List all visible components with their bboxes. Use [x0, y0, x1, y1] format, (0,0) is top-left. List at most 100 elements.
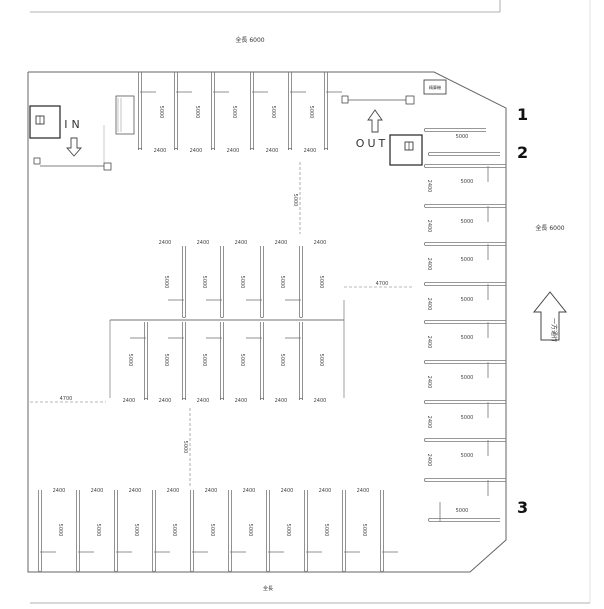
- stall-divider: [428, 152, 500, 156]
- stall-divider: [144, 322, 148, 401]
- stall-group: 5000 2400 5000 2400 5000 2400 5000 2400 5000 2400…: [38, 72, 506, 572]
- entry-label: IN: [64, 118, 83, 131]
- aisle-v2-label: 5000: [182, 441, 188, 454]
- bay-depth-label: 5000: [461, 219, 474, 225]
- bay-width-label: 2400: [154, 148, 167, 154]
- bay-width-label: 2400: [129, 488, 142, 494]
- bay-depth-label: 5000: [456, 508, 469, 514]
- bay-depth-label: 5000: [171, 524, 177, 537]
- bay-depth-label: 5000: [239, 276, 245, 289]
- bay-depth-label: 5000: [461, 257, 474, 263]
- bay-depth-label: 5000: [461, 453, 474, 459]
- bay-depth-label: 5000: [201, 276, 207, 289]
- bay-depth-label: 5000: [57, 524, 63, 537]
- stall-divider: [152, 490, 156, 572]
- stall-divider: [424, 282, 506, 286]
- bay-depth-label: 5000: [95, 524, 101, 537]
- stall-divider: [250, 72, 254, 151]
- stall-divider: [220, 246, 224, 318]
- bay-depth-label: 5000: [461, 375, 474, 381]
- bay-width-label: 2400: [53, 488, 66, 494]
- stall-divider: [324, 72, 328, 151]
- stall-divider: [220, 322, 224, 401]
- bay-depth-label: 5000: [285, 524, 291, 537]
- bay-depth-label: 5000: [209, 524, 215, 537]
- bay-depth-label: 5000: [361, 524, 367, 537]
- stall-divider: [424, 164, 506, 168]
- bay-width-label: 2400: [235, 240, 248, 246]
- stall-divider: [299, 322, 303, 401]
- bay-depth-label: 5000: [461, 335, 474, 341]
- bay-width-label: 2400: [304, 148, 317, 154]
- top-width-label: 全長 6000: [235, 36, 264, 44]
- bay-width-label: 2400: [357, 488, 370, 494]
- stall-divider: [424, 438, 506, 442]
- bay-width-label: 2400: [205, 488, 218, 494]
- bay-width-label: 2400: [235, 398, 248, 404]
- bay-depth-label: 5000: [279, 276, 285, 289]
- stall-divider: [424, 204, 506, 208]
- bay-width-label: 2400: [426, 416, 432, 429]
- bay-depth-label: 5000: [239, 354, 245, 367]
- stall-divider: [288, 72, 292, 151]
- stall-divider: [380, 490, 384, 572]
- bay-width-label: 2400: [243, 488, 256, 494]
- bay-depth-label: 5000: [461, 297, 474, 303]
- stall-divider: [266, 490, 270, 572]
- bottom-caption: 全長: [263, 585, 273, 592]
- bay-width-label: 2400: [190, 148, 203, 154]
- stall-divider: [424, 360, 506, 364]
- marker-2: 2: [517, 143, 528, 162]
- aisle-h1-label: 4700: [376, 281, 389, 287]
- bay-depth-label: 5000: [163, 354, 169, 367]
- bay-width-label: 2400: [426, 454, 432, 467]
- bay-depth-label: 5000: [279, 354, 285, 367]
- bay-width-label: 2400: [281, 488, 294, 494]
- pay-station-label: 精算機: [429, 84, 441, 90]
- marker-1: 1: [517, 105, 528, 124]
- bay-depth-label: 5000: [461, 179, 474, 185]
- bay-depth-label: 5000: [127, 354, 133, 367]
- bay-depth-label: 5000: [318, 276, 324, 289]
- bay-width-label: 2400: [123, 398, 136, 404]
- stall-divider: [424, 478, 506, 482]
- marker-3: 3: [517, 498, 528, 517]
- stall-divider: [260, 246, 264, 318]
- stall-divider: [182, 322, 186, 401]
- equipment-box: [115, 95, 135, 135]
- bay-width-label: 2400: [197, 240, 210, 246]
- stall-divider: [304, 490, 308, 572]
- right-width-label: 全長 6000: [535, 224, 564, 232]
- bay-depth-label: 5000: [247, 524, 253, 537]
- bay-depth-label: 5000: [461, 415, 474, 421]
- stall-divider: [424, 400, 506, 404]
- bay-width-label: 2400: [227, 148, 240, 154]
- bay-width-label: 2400: [426, 336, 432, 349]
- exit-label: OUT: [356, 137, 388, 150]
- bay-depth-label: 5000: [318, 354, 324, 367]
- bay-width-label: 2400: [314, 240, 327, 246]
- bay-depth-label: 5000: [456, 134, 469, 140]
- exit-ticket-machine: [341, 95, 349, 104]
- stall-divider: [138, 72, 142, 151]
- bay-width-label: 2400: [197, 398, 210, 404]
- bay-width-label: 2400: [314, 398, 327, 404]
- bay-width-label: 2400: [91, 488, 104, 494]
- bay-width-label: 2400: [159, 240, 172, 246]
- stall-divider: [174, 72, 178, 151]
- bay-width-label: 2400: [266, 148, 279, 154]
- bay-depth-label: 5000: [163, 276, 169, 289]
- one-way-arrow-icon: [532, 291, 568, 341]
- entry-booth: [29, 105, 61, 139]
- stall-divider: [76, 490, 80, 572]
- bay-width-label: 2400: [275, 398, 288, 404]
- bay-depth-label: 5000: [158, 106, 164, 119]
- bay-depth-label: 5000: [201, 354, 207, 367]
- stall-divider: [424, 320, 506, 324]
- bay-width-label: 2400: [275, 240, 288, 246]
- bay-width-label: 2400: [426, 258, 432, 271]
- lot-outline: [27, 71, 507, 573]
- bay-width-label: 2400: [426, 298, 432, 311]
